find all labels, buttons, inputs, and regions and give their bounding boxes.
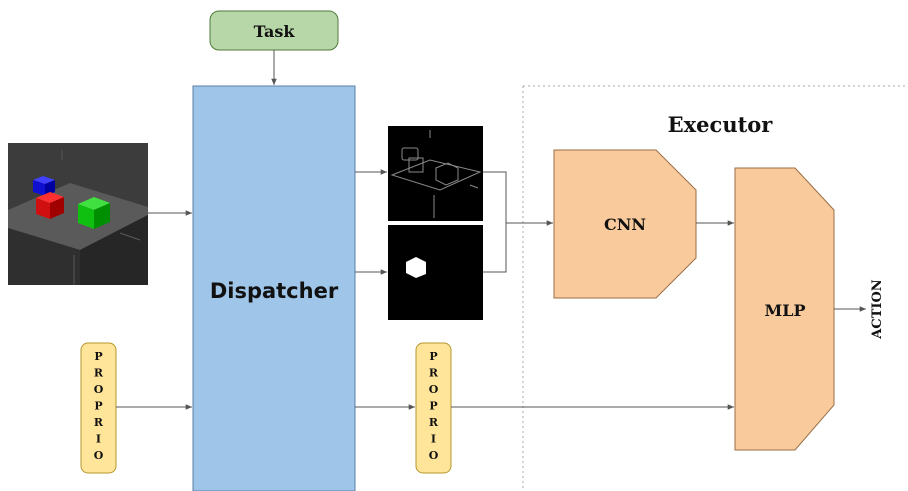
mlp-block — [734, 167, 835, 451]
proprio-letter: O — [94, 383, 104, 396]
proprio-letter: P — [94, 400, 102, 413]
proprio-letter: I — [96, 433, 101, 446]
mask-image — [388, 225, 483, 320]
proprio-box-left — [80, 342, 117, 474]
red-cube — [36, 192, 64, 219]
executor-region — [522, 85, 908, 491]
blue-cube — [33, 176, 55, 196]
proprio-letter: R — [429, 367, 439, 380]
executor-title: Executor — [668, 112, 774, 137]
proprio-letter: O — [429, 449, 439, 462]
mlp-label: MLP — [765, 301, 806, 320]
proprio-box-right — [415, 342, 452, 474]
proprio-letter: O — [94, 449, 104, 462]
proprio-letter: P — [94, 350, 102, 363]
dispatcher-box — [192, 85, 356, 491]
proprio-letter: R — [94, 416, 104, 429]
proprio-letter: R — [94, 367, 104, 380]
proprio-letter: O — [429, 383, 439, 396]
scene-image — [8, 143, 148, 285]
depth-image — [388, 126, 483, 221]
action-label: ACTION — [870, 279, 885, 340]
proprio-letter: P — [429, 350, 437, 363]
green-cube — [78, 197, 110, 229]
dispatcher-label: Dispatcher — [210, 279, 339, 303]
task-label: Task — [254, 22, 296, 41]
bracket-images-merge — [483, 171, 507, 273]
proprio-letter: R — [429, 416, 439, 429]
proprio-letter: I — [431, 433, 436, 446]
cnn-label: CNN — [604, 215, 646, 234]
cnn-block — [553, 149, 697, 299]
proprio-letter: P — [429, 400, 437, 413]
